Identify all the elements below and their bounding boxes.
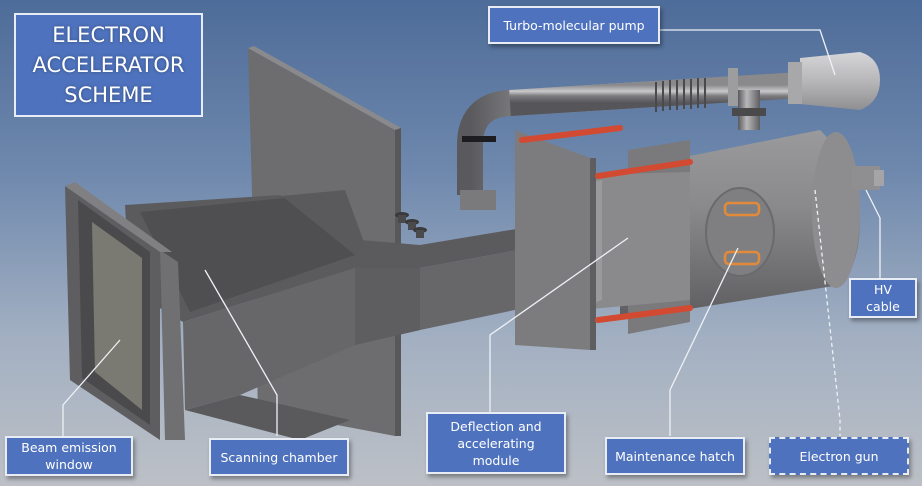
label-text: Deflection and <box>450 418 542 434</box>
label-text: Scanning chamber <box>220 449 338 465</box>
label-beam-window: Beam emission window <box>5 436 133 476</box>
diagram-title: ELECTRON ACCELERATOR SCHEME <box>14 13 203 117</box>
deflection-module-box <box>580 172 690 310</box>
label-maintenance-hatch: Maintenance hatch <box>605 437 745 475</box>
title-line: ELECTRON <box>52 23 165 47</box>
label-text: accelerating <box>457 435 535 451</box>
title-line: ACCELERATOR <box>32 53 185 77</box>
label-text: Electron gun <box>799 448 879 464</box>
label-text: HV <box>874 282 892 297</box>
label-deflection-module: Deflection and accelerating module <box>426 412 566 474</box>
deflection-module-plate-front <box>515 130 590 350</box>
label-hv-cable: HV cable <box>849 278 917 318</box>
label-text: cable <box>866 299 900 314</box>
label-text: Maintenance hatch <box>615 448 735 464</box>
label-text: window <box>45 457 93 472</box>
maintenance-hatch <box>705 187 775 277</box>
tie-rods <box>519 125 693 323</box>
label-scanning-chamber: Scanning chamber <box>209 438 349 476</box>
label-text: module <box>472 452 520 468</box>
label-text: Turbo-molecular pump <box>503 17 645 33</box>
bellows <box>655 78 706 112</box>
turbo-pump <box>800 52 880 110</box>
title-line: SCHEME <box>64 83 153 107</box>
vacuum-pipe <box>457 72 801 195</box>
label-electron-gun: Electron gun <box>769 437 909 475</box>
top-knobs <box>395 212 427 238</box>
callout-lines <box>62 29 881 436</box>
label-text: Beam emission <box>21 440 117 455</box>
label-turbo-pump: Turbo-molecular pump <box>488 6 660 44</box>
